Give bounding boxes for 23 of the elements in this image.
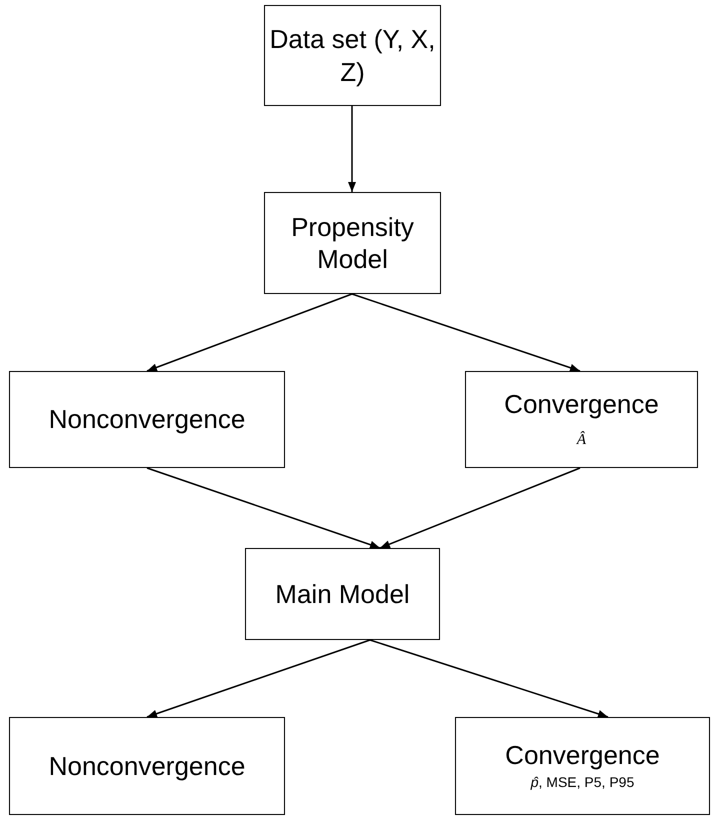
process-box <box>9 717 285 815</box>
box-label: Nonconvergence <box>48 403 246 436</box>
box-label: Convergence <box>503 388 660 420</box>
process-box <box>264 192 441 294</box>
arrow <box>370 639 608 718</box>
box-label: Propensity Model <box>290 210 415 276</box>
box-label: Nonconvergence <box>48 750 246 782</box>
box-label: Convergence <box>504 739 661 772</box>
math-symbol: Â <box>576 430 586 450</box>
process-box <box>465 371 698 468</box>
box-label: Data set (Y, X, Z) <box>268 23 436 88</box>
process-box <box>264 5 441 106</box>
arrow <box>146 467 380 549</box>
arrow <box>380 467 580 549</box>
arrow <box>352 293 580 372</box>
process-box <box>245 548 440 640</box>
box-label: Main Model <box>274 578 411 610</box>
process-box <box>9 371 285 468</box>
box-sublabel: p̂, MSE, P5, P95 <box>530 772 634 792</box>
arrow <box>348 106 356 192</box>
process-box <box>455 717 710 815</box>
arrow <box>146 639 370 718</box>
arrow <box>146 293 352 372</box>
